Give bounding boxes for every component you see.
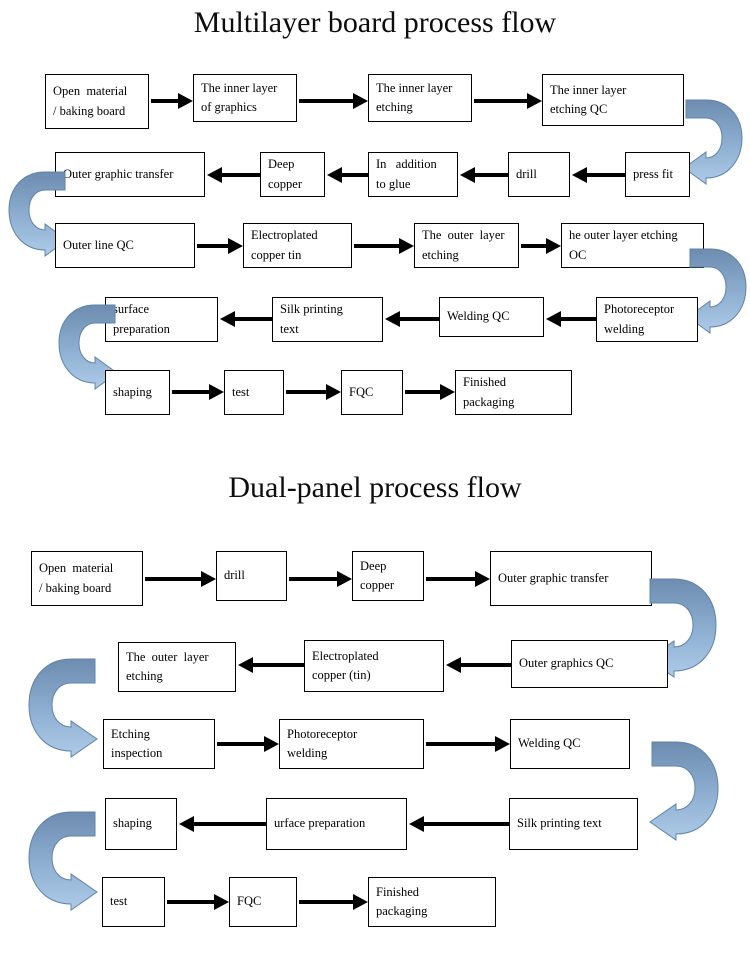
step-box[interactable]: drill: [508, 152, 570, 197]
step-box[interactable]: press fit: [625, 152, 690, 197]
step-box[interactable]: shaping: [105, 370, 170, 415]
step-box[interactable]: Open material/ baking board: [45, 74, 149, 129]
loop-connector-arrow: [25, 657, 98, 758]
step-label: Open material/ baking board: [53, 84, 128, 118]
step-label: drill: [224, 568, 245, 583]
step-label: test: [110, 894, 128, 909]
step-label: urface preparation: [274, 816, 366, 831]
step-label: Silk printing text: [517, 816, 602, 831]
step-label: press fit: [633, 166, 673, 181]
step-box[interactable]: shaping: [105, 798, 177, 850]
step-box[interactable]: Welding QC: [510, 719, 630, 769]
dual-panel-title: Dual-panel process flow: [228, 471, 522, 504]
step-box[interactable]: Outer graphic transfer: [490, 551, 652, 606]
step-box[interactable]: Outer line QC: [55, 223, 195, 268]
step-label: shaping: [113, 816, 152, 831]
step-label: Welding QC: [447, 309, 510, 324]
step-label: Outer graphics QC: [519, 656, 614, 671]
step-label: test: [232, 384, 250, 399]
step-label: drill: [516, 166, 537, 181]
step-label: FQC: [349, 384, 374, 399]
step-box[interactable]: FQC: [341, 370, 403, 415]
loop-connector-arrow: [649, 740, 722, 841]
step-box[interactable]: Outer graphic transfer: [55, 152, 205, 197]
step-label: Open material/ baking board: [39, 561, 114, 595]
step-label: FQC: [237, 894, 262, 909]
step-label: Welding QC: [518, 736, 581, 751]
multilayer-title: Multilayer board process flow: [193, 6, 557, 39]
loop-connector-arrow: [683, 98, 746, 185]
step-label: Outer graphic transfer: [498, 570, 609, 585]
step-box[interactable]: test: [102, 877, 165, 927]
step-box[interactable]: Outer graphics QC: [511, 640, 668, 688]
step-label: shaping: [113, 384, 152, 399]
loop-connector-arrow: [687, 247, 750, 334]
step-label: Outer line QC: [63, 237, 134, 252]
loop-connector-arrow: [25, 810, 98, 911]
step-box[interactable]: Welding QC: [439, 297, 544, 337]
step-box[interactable]: drill: [216, 551, 287, 601]
step-box[interactable]: urface preparation: [266, 798, 407, 850]
step-box[interactable]: Silk printing text: [509, 798, 638, 850]
step-box[interactable]: Open material/ baking board: [31, 551, 143, 606]
step-box[interactable]: test: [224, 370, 284, 415]
step-label: Outer graphic transfer: [63, 166, 174, 181]
step-box[interactable]: FQC: [229, 877, 297, 927]
